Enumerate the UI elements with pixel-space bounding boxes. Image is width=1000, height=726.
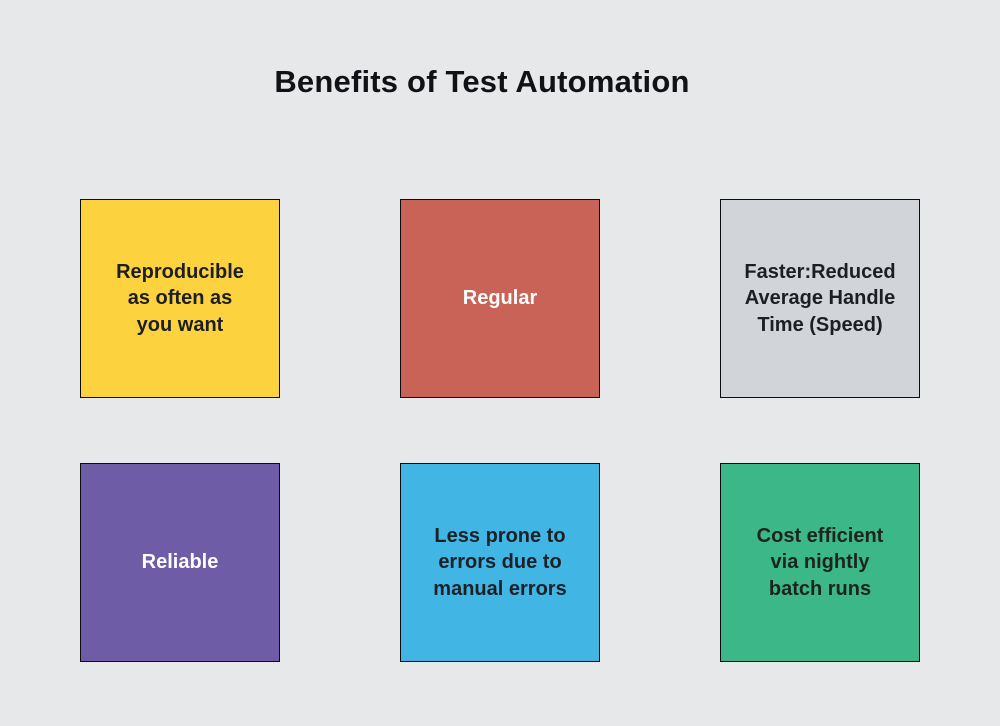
- benefit-box-label: Reproducible as often as you want: [116, 260, 244, 336]
- benefit-box-cost-efficient: Cost efficient via nightly batch runs: [720, 463, 920, 662]
- diagram-title: Benefits of Test Automation: [274, 64, 690, 99]
- benefit-box-reliable: Reliable: [80, 463, 280, 662]
- benefit-box-label: Reliable: [141, 551, 219, 574]
- benefit-box-less-errors: Less prone to errors due to manual error…: [400, 463, 600, 662]
- benefit-box-label: Cost efficient via nightly batch runs: [756, 524, 884, 600]
- benefit-box-label: Less prone to errors due to manual error…: [433, 524, 567, 600]
- benefit-box-label: Regular: [462, 287, 538, 310]
- benefit-box-label: Faster:Reduced Average Handle Time (Spee…: [744, 260, 896, 336]
- benefit-box-regular: Regular: [400, 199, 600, 398]
- benefit-box-faster: Faster:Reduced Average Handle Time (Spee…: [720, 199, 920, 398]
- benefit-box-reproducible: Reproducible as often as you want: [80, 199, 280, 398]
